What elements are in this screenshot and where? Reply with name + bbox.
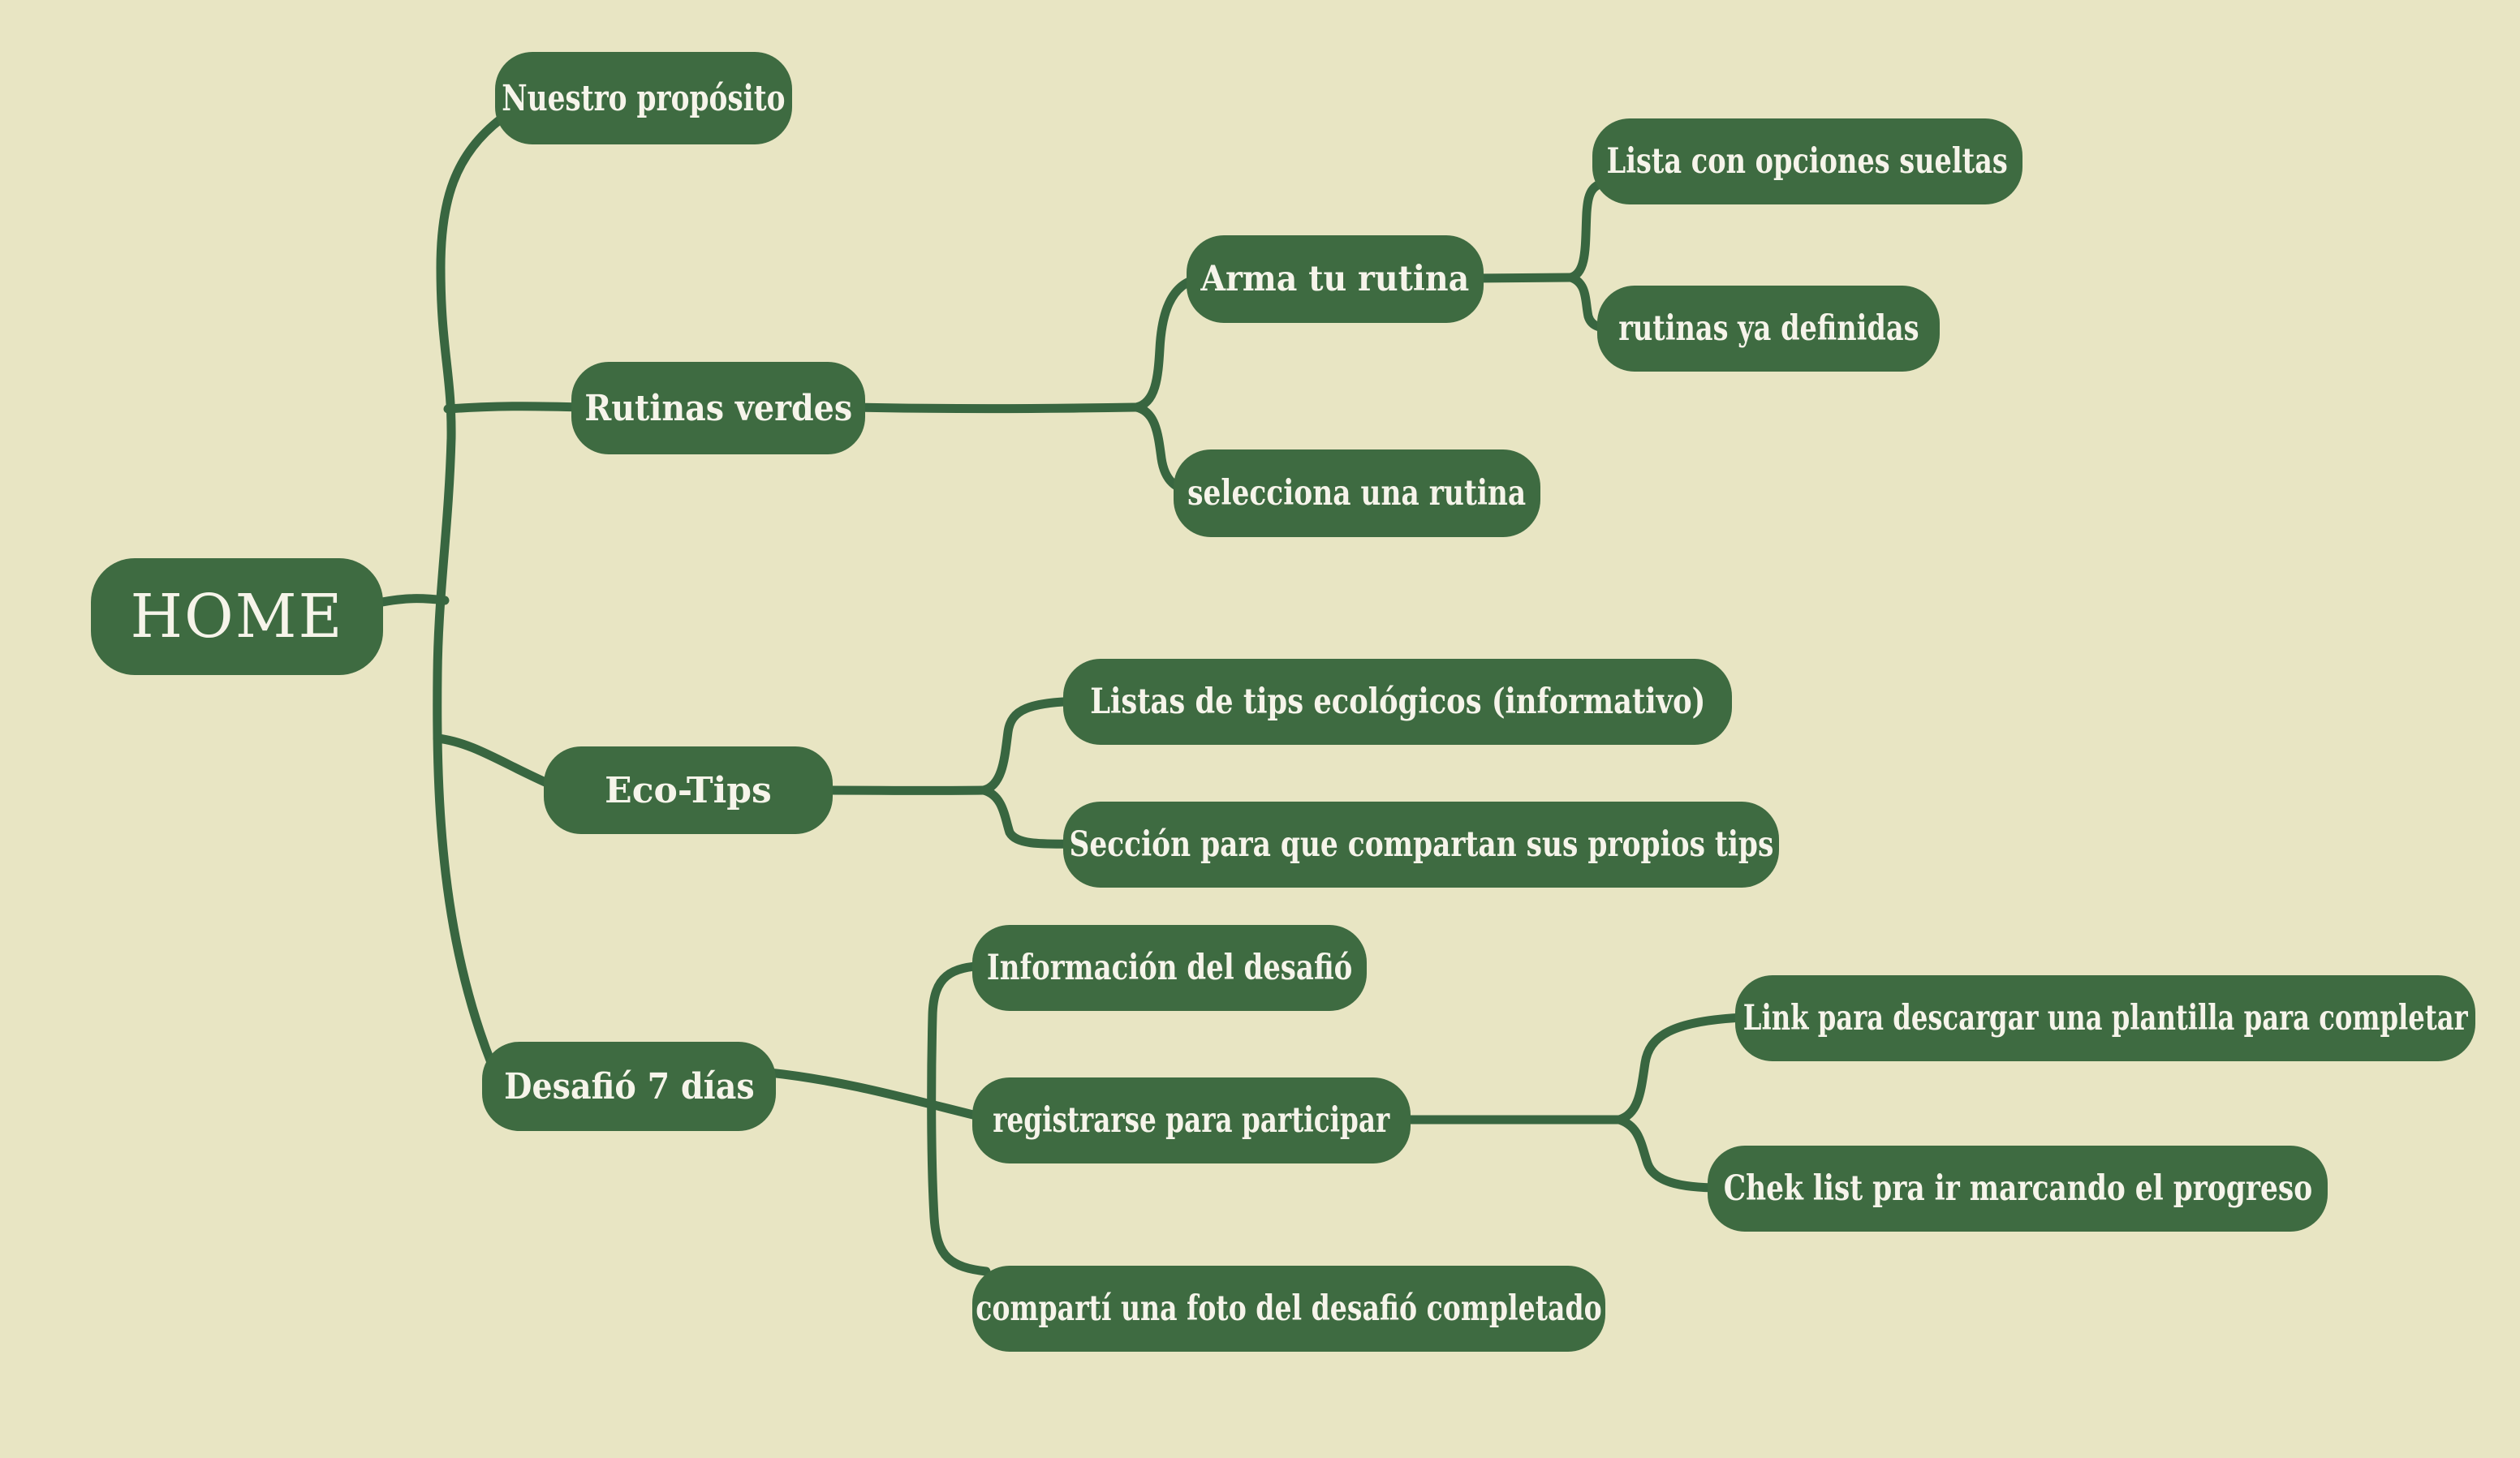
node-home-label: HOME — [130, 582, 344, 652]
connector-arma-up — [1131, 273, 1206, 412]
node-nuestro-proposito[interactable]: Nuestro propósito — [495, 52, 792, 144]
node-link-plantilla[interactable]: Link para descargar una plantilla para c… — [1735, 975, 2475, 1061]
node-arma-tu-rutina[interactable]: Arma tu rutina — [1187, 235, 1484, 323]
node-selecciona-una-rutina-label: selecciona una rutina — [1187, 473, 1527, 514]
node-chek-list-progreso[interactable]: Chek list pra ir marcando el progreso — [1708, 1146, 2328, 1232]
connector-rutinas-trunk — [847, 402, 1141, 413]
connector-link-up — [1614, 1013, 1750, 1125]
node-seccion-propios-tips-label: Sección para que compartan sus propios t… — [1069, 824, 1773, 865]
node-arma-tu-rutina-label: Arma tu rutina — [1200, 259, 1470, 299]
node-rutinas-verdes-label: Rutinas verdes — [584, 387, 852, 429]
node-listas-de-tips[interactable]: Listas de tips ecológicos (informativo) — [1063, 659, 1732, 745]
node-comparti-foto-label: compartí una foto del desafió completado — [976, 1288, 1602, 1329]
connector-ecotips-link — [433, 733, 565, 794]
node-eco-tips-label: Eco-Tips — [605, 769, 772, 811]
connector-listas-up — [979, 696, 1084, 795]
node-rutinas-ya-definidas-label: rutinas ya definidas — [1618, 308, 1919, 349]
connector-desafio-registrarse — [765, 1068, 991, 1123]
connector-cheklist-down — [1614, 1115, 1725, 1193]
node-listas-de-tips-label: Listas de tips ecológicos (informativo) — [1089, 682, 1706, 722]
node-home[interactable]: HOME — [91, 558, 383, 675]
node-nuestro-proposito-label: Nuestro propósito — [502, 77, 786, 119]
connector-rutinas-link — [443, 402, 589, 414]
connector-seccion-down — [979, 785, 1084, 849]
node-lista-opciones-sueltas[interactable]: Lista con opciones sueltas — [1592, 118, 2022, 204]
node-desafio-7-dias-label: Desafió 7 días — [503, 1065, 755, 1107]
node-registrarse-para-participar-label: registrarse para participar — [993, 1100, 1390, 1141]
node-selecciona-una-rutina[interactable]: selecciona una rutina — [1174, 449, 1540, 537]
node-rutinas-ya-definidas[interactable]: rutinas ya definidas — [1597, 286, 1940, 372]
node-comparti-foto[interactable]: compartí una foto del desafió completado — [972, 1266, 1605, 1352]
node-link-plantilla-label: Link para descargar una plantilla para c… — [1742, 998, 2468, 1039]
node-registrarse-para-participar[interactable]: registrarse para participar — [972, 1077, 1411, 1163]
node-informacion-del-desafio-label: Información del desafió — [986, 948, 1353, 988]
node-desafio-7-dias[interactable]: Desafió 7 días — [482, 1042, 776, 1131]
connector-desafio-spine — [927, 961, 991, 1276]
node-seccion-propios-tips[interactable]: Sección para que compartan sus propios t… — [1063, 802, 1779, 888]
connector-arma-trunk — [1468, 273, 1575, 283]
node-lista-opciones-sueltas-label: Lista con opciones sueltas — [1606, 141, 2009, 182]
node-eco-tips[interactable]: Eco-Tips — [544, 746, 833, 834]
connector-main-spine — [433, 114, 506, 1069]
node-chek-list-progreso-label: Chek list pra ir marcando el progreso — [1723, 1168, 2312, 1209]
connector-home-link — [368, 594, 450, 609]
node-informacion-del-desafio[interactable]: Información del desafió — [972, 925, 1367, 1011]
node-rutinas-verdes[interactable]: Rutinas verdes — [571, 362, 865, 454]
